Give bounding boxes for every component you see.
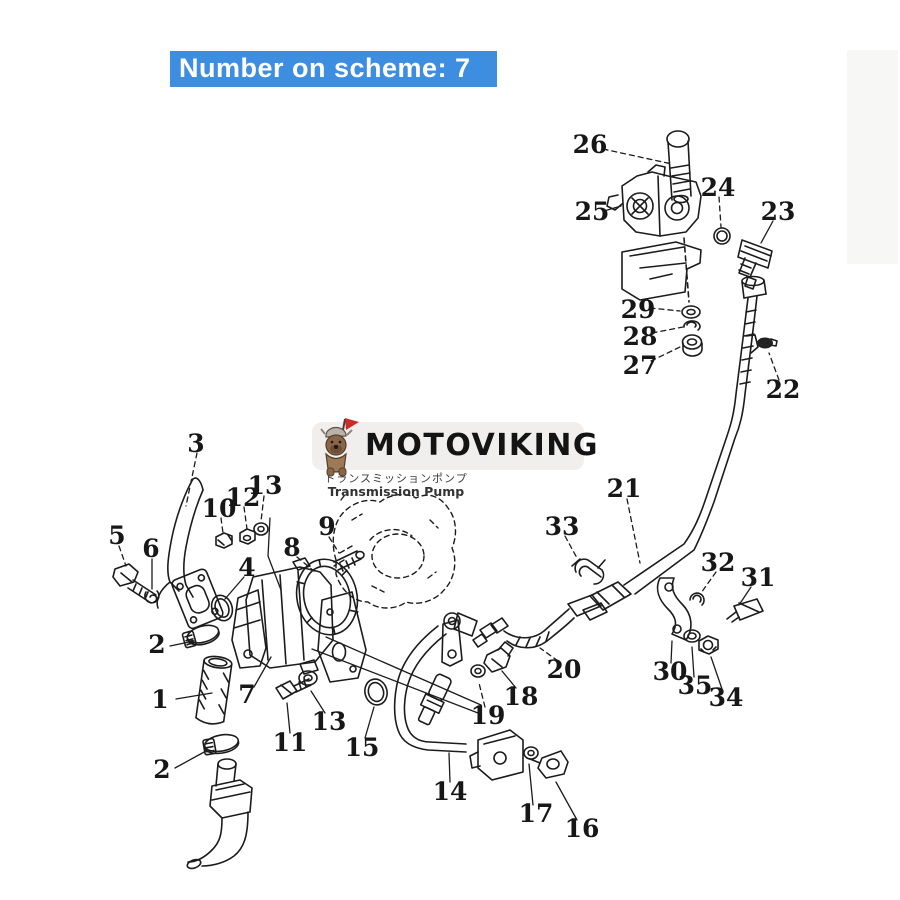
part-bolt-11 [275,678,312,700]
viking-dog-icon [314,414,366,478]
part-washer-13-upper [253,522,269,536]
part-flange-plate [171,568,224,630]
part-o-ring-15 [364,678,388,706]
part-fitting-23 [737,239,773,290]
part-clip-33 [571,558,606,585]
part-washer-29 [681,305,701,319]
scheme-number-banner: Number on scheme: 7 [170,51,497,87]
position-indicator-lines [311,636,482,714]
callout-32: 32 [701,548,736,577]
callout-5: 5 [108,521,125,550]
callout-10: 10 [202,494,237,523]
callout-21: 21 [607,474,642,503]
caption-english: Transmission Pump [328,484,464,499]
callout-1: 1 [151,685,168,714]
part-stud-9 [333,550,365,572]
part-washer-19 [470,664,486,678]
callout-30: 30 [653,657,688,686]
part-o-ring-8 [295,558,359,636]
callout-11: 11 [273,728,308,757]
part-bolt-5 [112,563,157,604]
brand-name: MOTOVIKING [365,428,600,463]
part-plug-22 [757,337,778,349]
part-dipstick-tube-21 [589,275,767,611]
callout-33: 33 [545,512,580,541]
part-o-ring-24 [713,227,731,245]
part-lock-washer-28 [683,320,701,331]
part-bolt-26 [666,130,692,204]
part-hose-clamp-2-lower [202,733,240,756]
callout-9: 9 [318,512,335,541]
part-elbow-pipe [186,758,253,870]
part-tube-14 [393,612,478,753]
brand-watermark: MOTOVIKING [312,418,598,477]
transmission-case-outline [332,491,457,609]
part-bracket-plate [621,241,702,301]
callout-14: 14 [433,777,468,806]
callout-7: 7 [238,680,255,709]
background-strip [847,50,898,264]
callout-17: 17 [519,799,554,828]
callout-labels: 1 2 2 3 4 5 6 7 8 9 10 11 12 13 13 14 15… [108,130,800,843]
callout-35: 35 [678,671,713,700]
part-hose-20 [472,594,608,649]
callout-19: 19 [471,701,506,730]
callout-3: 3 [187,429,204,458]
callout-24: 24 [701,173,736,202]
part-washer-13-lower [298,670,318,686]
callout-16: 16 [565,814,600,843]
part-bracket-30 [656,577,692,641]
callout-28: 28 [623,322,658,351]
callout-25: 25 [575,197,610,226]
callout-18: 18 [504,682,539,711]
callout-34: 34 [709,683,744,712]
callout-8: 8 [283,533,300,562]
callout-31: 31 [741,563,776,592]
part-block-with-bolt-16 [469,729,569,781]
callout-15: 15 [345,733,380,762]
assembly-axis-line-2 [267,517,282,591]
part-fitting-18 [483,641,514,673]
callout-22: 22 [766,375,801,404]
caption-japanese: トランスミッションポンプ [324,472,467,485]
callout-12: 12 [226,483,261,512]
part-o-ring-4 [210,594,234,622]
part-bolt-31 [726,598,764,623]
callout-13b: 13 [312,707,347,736]
callout-2a: 2 [148,630,165,659]
callout-23: 23 [761,197,796,226]
callout-13a: 13 [248,471,283,500]
callout-29: 29 [621,295,656,324]
callout-20: 20 [547,655,582,684]
part-lock-washer-32 [689,592,705,606]
callout-6: 6 [142,534,159,563]
part-valve-body-25 [606,164,702,237]
part-nut-27 [681,334,703,357]
callout-26: 26 [573,130,608,159]
part-nut-12 [239,528,256,545]
part-washer-35 [683,629,701,643]
leader-lines [118,148,780,821]
part-nut-10 [215,532,233,549]
callout-27: 27 [623,351,658,380]
part-nut-34 [698,635,719,655]
callout-4: 4 [238,553,255,582]
callout-2b: 2 [153,755,170,784]
part-hose-1 [195,655,233,725]
part-tube-3 [156,477,204,609]
